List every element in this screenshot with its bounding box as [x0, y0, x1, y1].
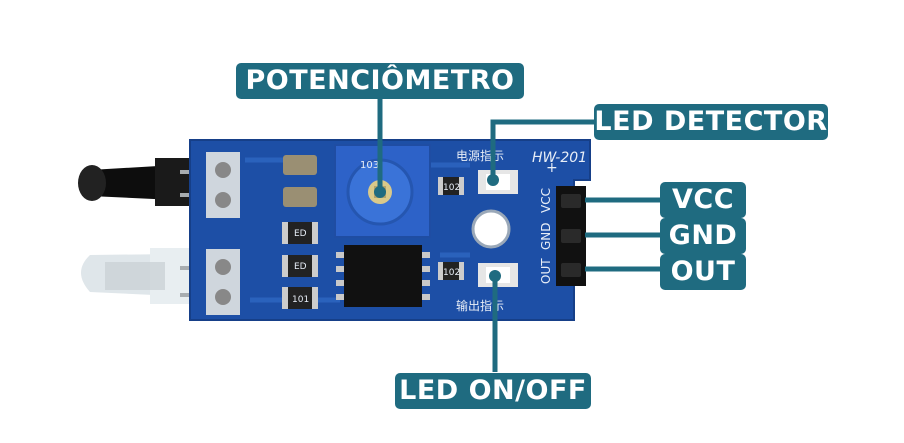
smd-ed-2-text: ED — [294, 262, 307, 272]
vcc-label: VCC — [660, 182, 746, 218]
plus-mark-text: + — [546, 160, 558, 176]
smd-ed-1-text: ED — [294, 229, 307, 239]
gnd-label: GND — [660, 218, 746, 254]
pin-out-silk: OUT — [539, 258, 553, 284]
board-model-text: HW-201 — [532, 150, 587, 166]
led-on-off-label: LED ON/OFF — [395, 373, 591, 409]
smd-102-top-text: 102 — [443, 183, 460, 193]
leader-lines — [377, 96, 660, 372]
pin-header — [556, 186, 586, 286]
potentiometer-label: POTENCIÔMETRO — [236, 63, 524, 99]
pin-gnd-silk: GND — [539, 222, 553, 250]
output-indicator-chinese-text: 输出指示 — [456, 298, 504, 313]
led-detector-label: LED DETECTOR — [594, 104, 828, 140]
comparator-ic — [336, 245, 430, 307]
smd-components — [282, 155, 464, 309]
smd-102-bottom-text: 102 — [443, 268, 460, 278]
power-indicator-chinese-text: 电源指示 — [456, 148, 504, 163]
led-pads — [206, 152, 240, 315]
ir-emitter-led — [81, 248, 195, 304]
smd-101-text: 101 — [292, 295, 309, 305]
pot-code-text: 103 — [360, 160, 379, 171]
ir-receiver-led — [78, 158, 195, 206]
pin-vcc-silk: VCC — [539, 188, 553, 213]
out-label: OUT — [660, 254, 746, 290]
mounting-hole — [471, 209, 511, 249]
